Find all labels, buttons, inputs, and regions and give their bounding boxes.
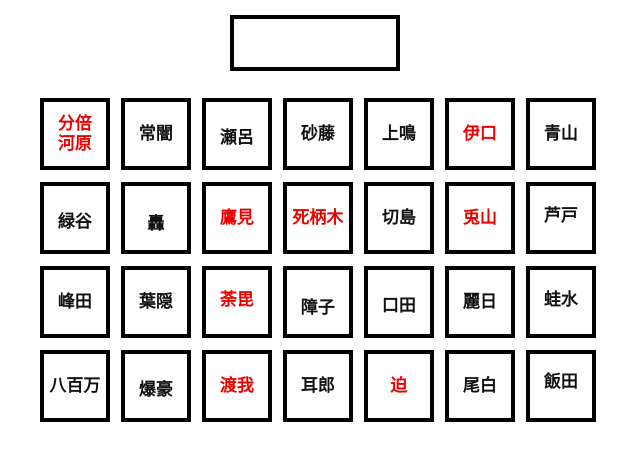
name-tile[interactable]: 迫 (364, 350, 434, 422)
name-tile-label: 砂藤 (301, 124, 335, 144)
name-tile-label: 迫 (390, 376, 408, 396)
name-tile-label: 八百万 (49, 376, 101, 396)
name-tile-label: 切島 (382, 208, 416, 228)
name-tile-label: 飯田 (544, 372, 578, 392)
answer-box (230, 15, 400, 71)
name-tile[interactable]: 飯田 (526, 350, 596, 422)
name-tile[interactable]: 分倍 河原 (40, 98, 110, 170)
name-tile[interactable]: 耳郎 (283, 350, 353, 422)
name-tile[interactable]: 伊口 (445, 98, 515, 170)
name-tile[interactable]: 口田 (364, 266, 434, 338)
name-tile-label: 死柄木 (292, 208, 344, 228)
name-tile-label: 爆豪 (139, 380, 173, 400)
name-tile-label: 荼毘 (220, 290, 254, 310)
name-tile[interactable]: 切島 (364, 182, 434, 254)
name-tile-label: 尾白 (463, 376, 497, 396)
name-tile-label: 蛙水 (544, 290, 578, 310)
name-tile[interactable]: 八百万 (40, 350, 110, 422)
name-tile[interactable]: 砂藤 (283, 98, 353, 170)
name-tile-label: 口田 (382, 296, 416, 316)
name-tile[interactable]: 兎山 (445, 182, 515, 254)
name-tile[interactable]: 障子 (283, 266, 353, 338)
name-tile[interactable]: 緑谷 (40, 182, 110, 254)
name-tile-label: 青山 (544, 124, 578, 144)
name-tile[interactable]: 麗日 (445, 266, 515, 338)
name-tile-label: 分倍 河原 (58, 114, 92, 154)
name-tile-label: 芦戸 (544, 206, 578, 226)
name-tile[interactable]: 芦戸 (526, 182, 596, 254)
name-tile[interactable]: 尾白 (445, 350, 515, 422)
name-tile[interactable]: 荼毘 (202, 266, 272, 338)
name-tile-label: 瀬呂 (220, 128, 254, 148)
name-tile-label: 葉隠 (139, 292, 173, 312)
name-tile-label: 常闇 (139, 124, 173, 144)
tile-grid: 分倍 河原 常闇 瀬呂 砂藤 上鳴 伊口 青山緑谷 轟 鷹見 死柄木 切島 兎山 芦戸峰田 葉隠 荼毘 障子 口… (40, 98, 596, 422)
name-tile-label: 障子 (301, 298, 335, 318)
name-tile-label: 上鳴 (382, 124, 416, 144)
name-tile-label: 峰田 (58, 292, 92, 312)
name-tile[interactable]: 渡我 (202, 350, 272, 422)
name-tile[interactable]: 蛙水 (526, 266, 596, 338)
name-tile-label: 轟 (147, 214, 165, 234)
name-tile[interactable]: 峰田 (40, 266, 110, 338)
name-tile[interactable]: 鷹見 (202, 182, 272, 254)
name-tile-label: 緑谷 (58, 212, 92, 232)
name-tile[interactable]: 常闇 (121, 98, 191, 170)
name-tile-label: 渡我 (220, 376, 254, 396)
name-tile[interactable]: 轟 (121, 182, 191, 254)
name-tile[interactable]: 瀬呂 (202, 98, 272, 170)
name-tile-label: 麗日 (463, 292, 497, 312)
name-tile-label: 鷹見 (220, 208, 254, 228)
name-tile[interactable]: 青山 (526, 98, 596, 170)
name-tile[interactable]: 死柄木 (283, 182, 353, 254)
name-tile[interactable]: 爆豪 (121, 350, 191, 422)
name-tile[interactable]: 上鳴 (364, 98, 434, 170)
name-tile-label: 兎山 (463, 208, 497, 228)
name-tile-label: 耳郎 (301, 376, 335, 396)
name-tile-label: 伊口 (463, 124, 497, 144)
name-tile[interactable]: 葉隠 (121, 266, 191, 338)
